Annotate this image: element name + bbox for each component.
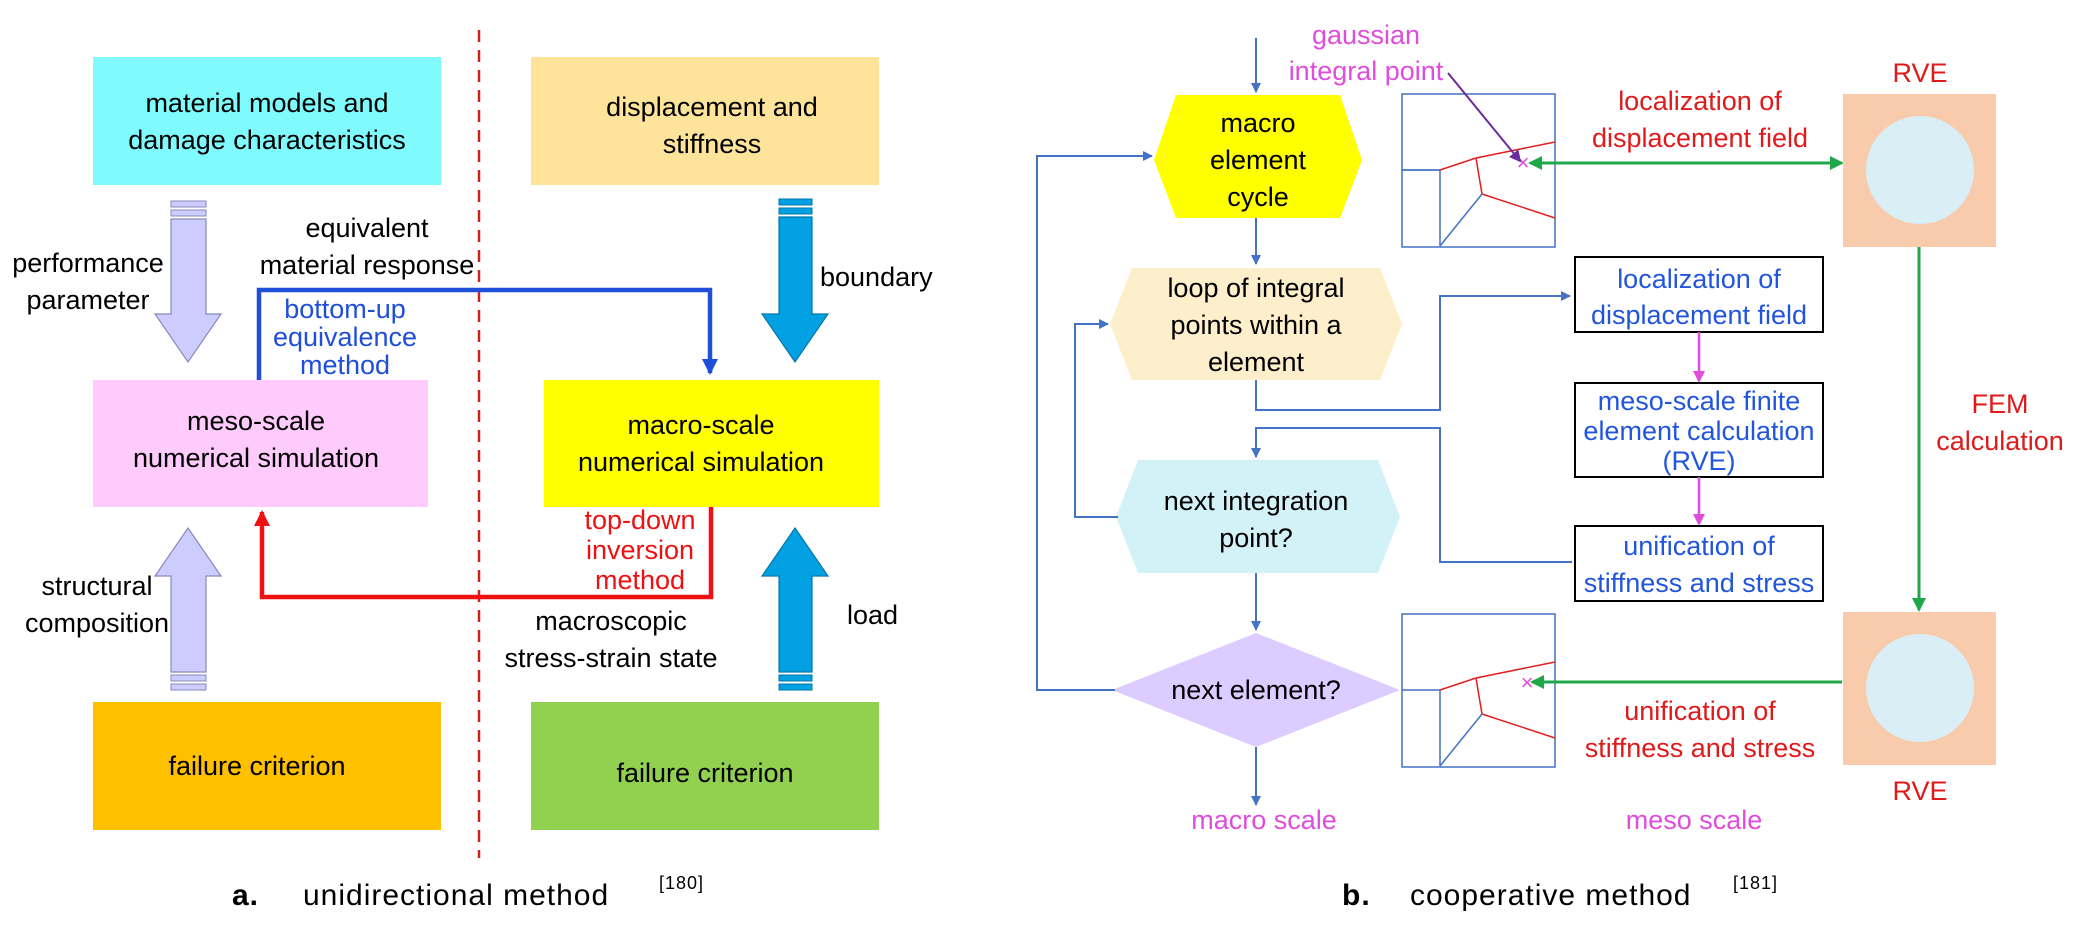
rve-bottom-label: RVE [1892,776,1947,806]
material-models-label-1: material models and [145,88,388,118]
boundary-label: boundary [820,262,933,292]
caption-a-letter: a. [232,879,259,912]
macro-cycle-label-3: cycle [1227,182,1289,212]
gauss-point-bottom-mark: × [1521,670,1534,695]
meso-label-1: meso-scale [187,406,325,436]
loop-integral-hex [1110,268,1402,380]
unif-bottom-label-2: stiffness and stress [1585,733,1816,763]
performance-label-2: parameter [26,285,149,315]
rve-top-circle [1866,116,1974,224]
gauss-point-top-mark: × [1517,150,1530,175]
fem-label-2: calculation [1936,426,2064,456]
performance-label-1: performance [12,248,164,278]
rve-bottom-circle [1866,634,1974,742]
box-unif-label-2: stiffness and stress [1584,568,1815,598]
loc-top-label-1: localization of [1618,86,1782,116]
meso-fe-label-3: (RVE) [1662,446,1735,476]
next-integration-hex [1116,460,1400,573]
box-loc-label-2: displacement field [1591,300,1807,330]
meso-fe-box [1574,382,1824,478]
box-unif-label-1: unification of [1623,531,1775,561]
bottom-up-label-3: method [300,350,390,380]
meso-label-2: numerical simulation [133,443,379,473]
macro-element-cycle-hex [1154,95,1362,218]
from-unification-arrow [1251,427,1572,563]
failure-criterion-right-box [531,702,879,830]
loc-top-label-2: displacement field [1592,123,1808,153]
structural-label-2: composition [25,608,169,638]
failure-left-label: failure criterion [168,751,345,781]
rve-top-label: RVE [1892,58,1947,88]
top-down-label-1: top-down [584,505,695,535]
bottom-up-arrow [256,287,718,380]
macro-label-1: macro-scale [627,410,774,440]
next-element-diamond [1112,633,1400,747]
next-integration-label-1: next integration [1164,486,1349,516]
displacement-stiffness-box [531,57,879,185]
loop-label-2: points within a [1170,310,1342,340]
failure-criterion-left-box [93,702,441,830]
box-loc-label-1: localization of [1617,264,1781,294]
caption-b-letter: b. [1342,879,1371,912]
caption-b-ref: [181] [1733,873,1778,893]
gaussian-label-1: gaussian [1312,20,1420,50]
element-loop-arrow [1036,151,1153,691]
displacement-label-2: stiffness [663,129,762,159]
meso-scale-label: meso scale [1626,805,1763,835]
structural-arrow [153,526,223,691]
macro-label-2: numerical simulation [578,447,824,477]
integration-loop-arrow [1074,319,1118,518]
to-localization-arrow [1255,291,1571,411]
displacement-label-1: displacement and [606,92,818,122]
meso-scale-box [93,380,428,507]
gaussian-pointer-arrow [1447,72,1522,163]
macro-scale-box [544,380,879,507]
panel-b: macro element cycle loop of integral poi… [1036,20,2064,912]
next-integration-label-2: point? [1219,523,1293,553]
macro-cycle-label-2: element [1210,145,1307,175]
meso-fe-label-1: meso-scale finite [1598,386,1801,416]
loop-label-3: element [1208,347,1305,377]
gaussian-label-2: integral point [1289,56,1444,86]
mesh-top: × [1401,93,1556,248]
top-down-label-3: method [595,565,685,595]
caption-a-ref: [180] [659,873,704,893]
macroscopic-label-1: macroscopic [535,606,687,636]
failure-right-label: failure criterion [616,758,793,788]
structural-label-1: structural [41,571,152,601]
caption-a-text: unidirectional method [303,879,609,912]
next-element-label: next element? [1171,675,1341,705]
meso-fe-label-2: element calculation [1583,416,1814,446]
unification-box [1574,525,1824,602]
mesh-bottom: × [1401,613,1556,768]
performance-arrow [153,200,223,364]
bottom-up-label-2: equivalence [273,322,417,352]
macro-scale-label: macro scale [1191,805,1337,835]
load-label: load [847,600,898,630]
equivalent-label-2: material response [260,250,475,280]
macroscopic-label-2: stress-strain state [504,643,717,673]
top-down-arrow [254,507,714,600]
panel-a: material models and damage characteristi… [12,30,933,912]
boundary-arrow [760,198,830,364]
loop-label-1: loop of integral [1167,273,1344,303]
caption-b-text: cooperative method [1410,879,1692,912]
unif-bottom-label-1: unification of [1624,696,1776,726]
fem-label-1: FEM [1972,389,2029,419]
macro-cycle-label-1: macro [1220,108,1295,138]
equivalent-label-1: equivalent [305,213,429,243]
material-models-box [93,57,441,185]
material-models-label-2: damage characteristics [128,125,406,155]
bottom-up-label-1: bottom-up [284,294,406,324]
load-arrow [760,526,830,691]
top-down-label-2: inversion [586,535,694,565]
